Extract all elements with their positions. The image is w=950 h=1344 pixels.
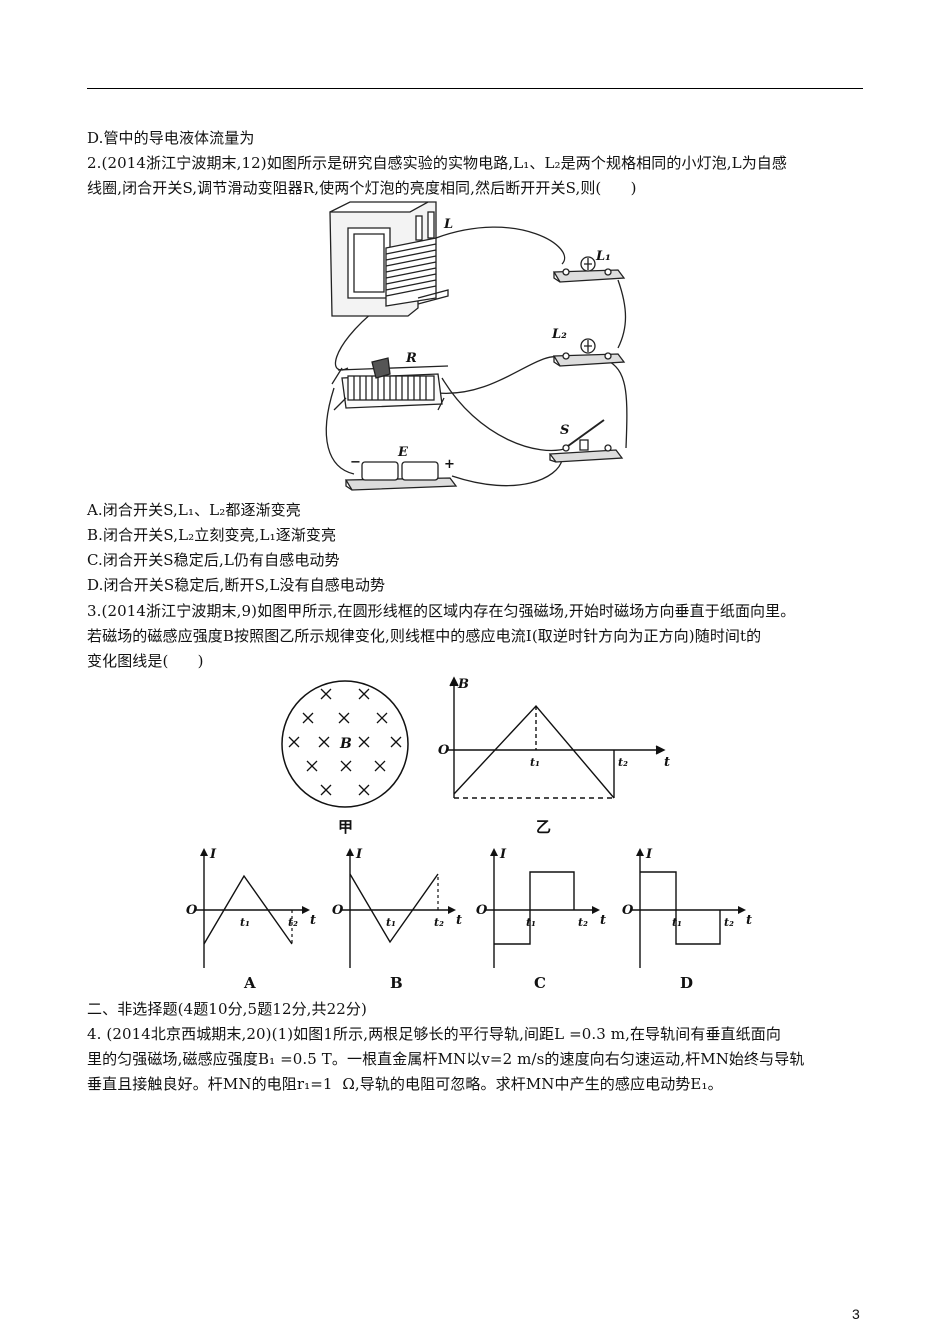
self-induction-circuit-figure: L L₁ L₂ R S E − + [325,201,628,491]
question-4-line-1: 4. (2014北京西城期末,20)(1)如图1所示,两根足够长的平行导轨,间距… [87,1025,781,1043]
field-into-page-cross [374,760,386,772]
option-graph-c: It Ot₁ t₂ C [476,847,606,992]
field-b-label: B [339,736,352,752]
option-curve [494,871,575,945]
option-label-t: t [600,913,606,928]
bulb-l2-label: L₂ [551,327,567,342]
option-origin: O [622,903,634,918]
field-into-page-cross [390,736,402,748]
option-origin: O [476,903,488,918]
question-2-line-2: 线圈,闭合开关S,调节滑动变阻器R,使两个灯泡的亮度相同,然后断开开关S,则( … [87,179,637,197]
header-rule [87,88,863,89]
option-t1: t₁ [672,916,682,929]
field-into-page-cross [358,784,370,796]
option-label-i: I [209,847,217,862]
option-t1: t₁ [386,916,396,929]
question-3-line-1: 3.(2014浙江宁波期末,9)如图甲所示,在圆形线框的区域内存在匀强磁场,开始… [87,602,796,620]
question-4-line-2: 里的匀强磁场,磁感应强度B₁ =0.5 T。一根直金属杆MN以v=2 m/s的速… [87,1050,805,1068]
field-into-page-cross [338,712,350,724]
option-curve [203,874,293,945]
figure-jia-caption: 甲 [338,818,353,836]
option-d-prev: D.管中的导电液体流量为 [87,129,255,147]
figure-yi-b-t-graph: B t O t₁ t₂ 乙 [438,676,670,836]
inductor-label: L [443,217,453,232]
battery-plus: + [444,457,455,472]
option-t2: t₂ [724,916,734,929]
option-caption: B [390,974,403,992]
field-into-page-cross [358,688,370,700]
option-c: C.闭合开关S稳定后,L仍有自感电动势 [87,551,340,569]
question-3-line-2: 若磁场的磁感应强度B按照图乙所示规律变化,则线框中的感应电流I(取逆时针方向为正… [87,627,762,645]
option-graph-b: It Ot₁ t₂ B [332,847,462,992]
yi-origin: O [438,743,450,758]
bulb-l1-label: L₁ [595,249,611,264]
option-a: A.闭合开关S,L₁、L₂都逐渐变亮 [87,501,301,519]
field-into-page-cross [340,760,352,772]
axis-arrow [346,848,354,856]
option-t1: t₁ [240,916,250,929]
field-into-page-cross [320,688,332,700]
page-number: 3 [852,1306,860,1322]
option-curve [349,873,439,944]
question-2-line-1: 2.(2014浙江宁波期末,12)如图所示是研究自感实验的实物电路,L₁、L₂是… [87,154,787,172]
option-origin: O [332,903,344,918]
option-t2: t₂ [578,916,588,929]
axis-arrow [448,906,456,914]
field-into-page-cross [318,736,330,748]
axis-arrow [490,848,498,856]
option-t2: t₂ [288,916,298,929]
field-into-page-cross [302,712,314,724]
option-label-i: I [355,847,363,862]
battery-label: E [397,445,409,460]
option-graph-a: It Ot₁ t₂ A [186,847,316,992]
axis-arrow [636,848,644,856]
field-into-page-cross [288,736,300,748]
rheostat-label: R [405,351,417,366]
option-caption: A [243,974,256,992]
section-two-heading: 二、非选择题(4题10分,5题12分,共22分) [87,1000,367,1018]
axis-arrow [592,906,600,914]
option-label-t: t [456,913,462,928]
yi-axis-b: B [457,677,469,692]
question-3-line-3: 变化图线是( ) [87,652,204,670]
yi-t1: t₁ [530,756,540,769]
field-into-page-cross [306,760,318,772]
option-d: D.闭合开关S稳定后,断开S,L没有自感电动势 [87,576,386,594]
option-t1: t₁ [526,916,536,929]
option-label-i: I [499,847,507,862]
axis-arrow [200,848,208,856]
field-into-page-cross [320,784,332,796]
option-curve [640,871,721,945]
battery-minus: − [350,455,361,470]
figure-jia-circle-field: B 甲 [281,680,409,836]
yi-axis-t: t [664,755,670,770]
option-label-t: t [746,913,752,928]
option-caption: C [534,974,546,992]
question-4-line-3: 垂直且接触良好。杆MN的电阻r₁=1 Ω,导轨的电阻可忽略。求杆MN中产生的感应… [87,1075,723,1093]
yi-t2: t₂ [618,756,628,769]
axis-arrow [738,906,746,914]
field-into-page-cross [376,712,388,724]
option-caption: D [680,974,693,992]
option-t2: t₂ [434,916,444,929]
option-label-i: I [645,847,653,862]
option-origin: O [186,903,198,918]
field-into-page-cross [358,736,370,748]
option-graph-d: It Ot₁ t₂ D [622,847,752,992]
figure-yi-caption: 乙 [536,818,551,836]
option-label-t: t [310,913,316,928]
axis-arrow [302,906,310,914]
switch-label: S [560,423,569,438]
option-b: B.闭合开关S,L₂立刻变亮,L₁逐渐变亮 [87,526,337,544]
